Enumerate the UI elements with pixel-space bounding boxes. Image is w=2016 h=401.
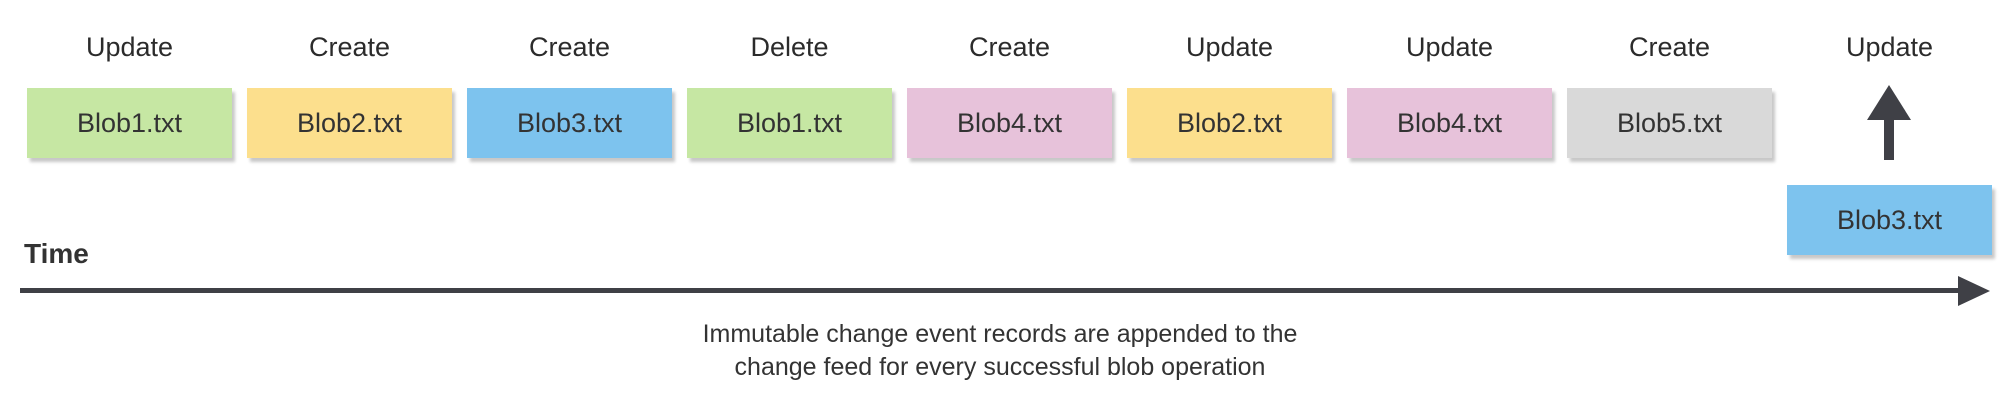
timeline-axis <box>20 288 1962 293</box>
event-column: Update Blob1.txt <box>27 0 232 270</box>
event-column: Create Blob2.txt <box>247 0 452 270</box>
blob-box: Blob2.txt <box>1127 88 1332 158</box>
up-arrow-icon <box>1867 85 1911 160</box>
operation-label: Create <box>308 32 391 62</box>
caption-line-1: Immutable change event records are appen… <box>702 320 1298 348</box>
operation-label: Update <box>1845 32 1934 62</box>
event-column: Create Blob5.txt <box>1567 0 1772 270</box>
blob-box: Blob1.txt <box>687 88 892 158</box>
event-column: Update Blob3.txt <box>1787 0 1992 270</box>
operation-label: Create <box>1628 32 1711 62</box>
blob-box: Blob3.txt <box>467 88 672 158</box>
blob-box: Blob4.txt <box>907 88 1112 158</box>
operation-label: Delete <box>750 32 829 62</box>
operation-label: Create <box>968 32 1051 62</box>
event-column: Create Blob4.txt <box>907 0 1112 270</box>
blob-box: Blob5.txt <box>1567 88 1772 158</box>
blob-box: Blob2.txt <box>247 88 452 158</box>
timeline-arrowhead-icon <box>1958 276 1990 306</box>
caption-line-2: change feed for every successful blob op… <box>734 353 1266 381</box>
event-column: Delete Blob1.txt <box>687 0 892 270</box>
event-column: Update Blob2.txt <box>1127 0 1332 270</box>
event-column: Create Blob3.txt <box>467 0 672 270</box>
operation-label: Update <box>85 32 174 62</box>
operation-label: Update <box>1185 32 1274 62</box>
event-column: Update Blob4.txt <box>1347 0 1552 270</box>
caption: Immutable change event records are appen… <box>492 318 1508 384</box>
operation-label: Update <box>1405 32 1494 62</box>
blob-box: Blob1.txt <box>27 88 232 158</box>
operation-label: Create <box>528 32 611 62</box>
blob-box: Blob4.txt <box>1347 88 1552 158</box>
blob-box: Blob3.txt <box>1787 185 1992 255</box>
time-label: Time <box>24 238 89 269</box>
